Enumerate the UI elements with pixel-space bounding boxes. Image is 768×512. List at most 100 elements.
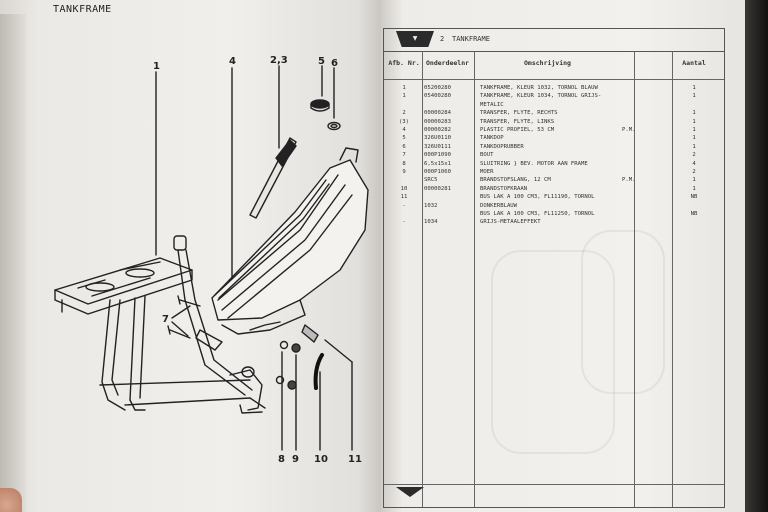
- table-row: METALIC: [384, 101, 724, 109]
- cell-omschrijving: BUS LAK A 100 CM3, FL11190, TORNOL: [480, 194, 595, 201]
- cell-aantal: 1: [692, 177, 696, 184]
- fuel-hose: [313, 353, 324, 390]
- cell-onderdeelnr: 6,5x15x1: [424, 160, 451, 167]
- callout-4: 4: [229, 56, 236, 67]
- callout-8: 8: [278, 454, 285, 465]
- leader-line-11a: [324, 339, 353, 363]
- cell-aantal: 1: [692, 143, 696, 150]
- parts-table: ▼ 2 TANKFRAME Afb. Nr. Onderdeelnr Omsch…: [383, 28, 725, 508]
- callout-10: 10: [314, 454, 328, 465]
- cell-onderdeelnr: 000P1090: [424, 152, 451, 159]
- right-page: [381, 0, 745, 512]
- cell-onderdeelnr: 00000284: [424, 110, 451, 117]
- cell-aantal: NB: [690, 211, 698, 217]
- leader-line-7b: [171, 321, 189, 337]
- left-page-edge: [0, 14, 26, 512]
- cell-aantal: 1: [692, 93, 696, 100]
- cell-spec: P.M.: [622, 127, 636, 133]
- frame-bolts: [167, 295, 201, 339]
- callout-5: 5: [318, 56, 325, 67]
- cell-onderdeelnr: 326U0110: [424, 135, 451, 142]
- cell-afb-nr: 5: [402, 135, 406, 142]
- thumb: [0, 488, 22, 512]
- cell-onderdeelnr: 00000281: [424, 185, 451, 192]
- cell-aantal: 1: [692, 110, 696, 117]
- cell-onderdeelnr: 05200280: [424, 85, 451, 91]
- plastic-profile-strip: [214, 179, 330, 299]
- cell-aantal: 1: [692, 185, 696, 192]
- cell-afb-nr: 4: [402, 127, 406, 133]
- cell-afb-nr: 11: [400, 194, 408, 201]
- column-divider: [672, 51, 673, 507]
- header-divider: [384, 79, 724, 80]
- tank-cap-rubber: [327, 121, 341, 131]
- cell-aantal: 1: [692, 135, 696, 142]
- cell-omschrijving: BRANDSTOFSLANG, 12 CM: [480, 177, 551, 184]
- frame-tubes: [99, 235, 266, 414]
- cell-omschrijving: TRANSFER, FLYTE, LINKS: [480, 118, 555, 125]
- cell-afb-nr: -: [402, 202, 406, 209]
- table-row: 11 BUS LAK A 100 CM3, FL11190, TORNOL NB: [384, 193, 724, 201]
- cell-onderdeelnr: 00000282: [424, 127, 451, 133]
- fuel-tap: [301, 324, 319, 343]
- column-header-onderdeelnr: Onderdeelnr: [426, 59, 470, 67]
- callout-1: 1: [153, 61, 160, 72]
- cell-aantal: NB: [690, 194, 698, 201]
- background-edge: [745, 0, 768, 512]
- footer-divider: [384, 484, 724, 485]
- cell-onderdeelnr: SRC5: [424, 177, 438, 184]
- cell-omschrijving: TANKDOPRUBBER: [480, 143, 524, 150]
- cell-omschrijving: TANKFRAME, KLEUR 1034, TORNOL GRIJS-: [480, 93, 602, 100]
- cell-omschrijving: MOER: [480, 169, 494, 175]
- tank-cap: [310, 99, 330, 112]
- cell-aantal: 2: [692, 169, 696, 175]
- cell-aantal: 1: [692, 85, 696, 91]
- table-row: - 1032 DONKERBLAUW: [384, 202, 724, 210]
- cell-afb-nr: 10: [400, 185, 408, 192]
- washers-nuts: [275, 340, 301, 390]
- fuel-tank: [211, 147, 369, 335]
- show-through-shape: [491, 250, 615, 454]
- cell-afb-nr: 7: [402, 152, 406, 159]
- cell-afb-nr: 8: [402, 160, 406, 167]
- cell-onderdeelnr: 1032: [424, 202, 438, 209]
- column-divider: [422, 51, 423, 507]
- page-header: TANKFRAME: [53, 4, 112, 15]
- cell-afb-nr: 6: [402, 143, 406, 150]
- column-divider: [634, 51, 635, 507]
- cell-afb-nr: 2: [402, 110, 406, 117]
- section-title: TANKFRAME: [452, 35, 490, 43]
- cell-omschrijving: TANKDOP: [480, 135, 504, 142]
- luggage-rack: [54, 257, 193, 315]
- cell-spec: P.M.: [622, 177, 636, 184]
- cell-afb-nr: -: [402, 219, 406, 226]
- cell-omschrijving: DONKERBLAUW: [480, 202, 518, 209]
- cell-omschrijving: TRANSFER, FLYTE, RECHTS: [480, 110, 558, 117]
- cell-afb-nr: 1: [402, 85, 406, 91]
- table-row: 5 326U0110 TANKDOP 1: [384, 134, 724, 142]
- table-row: SRC5 BRANDSTOFSLANG, 12 CM P.M. 1: [384, 176, 724, 184]
- cell-omschrijving: BOUT: [480, 152, 494, 159]
- cell-onderdeelnr: 05400280: [424, 93, 451, 100]
- callout-11: 11: [348, 454, 362, 465]
- cell-afb-nr: 9: [402, 169, 406, 175]
- tankframe-exploded-drawing: 1 4 2,3 5 6 7 8 9 10 11: [54, 55, 369, 465]
- column-divider: [474, 51, 475, 507]
- brand-logo-badge: ▼: [396, 31, 434, 47]
- table-title-bar: ▼ 2 TANKFRAME: [384, 29, 724, 52]
- cell-aantal: 4: [692, 160, 696, 167]
- cell-omschrijving: SLUITRING } BEV. MOTOR AAN FRAME: [480, 160, 588, 167]
- callout-2-3: 2,3: [270, 55, 288, 66]
- cell-afb-nr: 1: [402, 93, 406, 100]
- table-row: 2 00000284 TRANSFER, FLYTE, RECHTS 1: [384, 109, 724, 117]
- table-row: BUS LAK A 100 CM3, FL11250, TORNOL NB: [384, 210, 724, 218]
- cell-omschrijving: BUS LAK A 100 CM3, FL11250, TORNOL: [480, 211, 595, 217]
- column-header-aantal: Aantal: [682, 59, 706, 67]
- table-row: 1 05400280 TANKFRAME, KLEUR 1034, TORNOL G…: [384, 92, 724, 100]
